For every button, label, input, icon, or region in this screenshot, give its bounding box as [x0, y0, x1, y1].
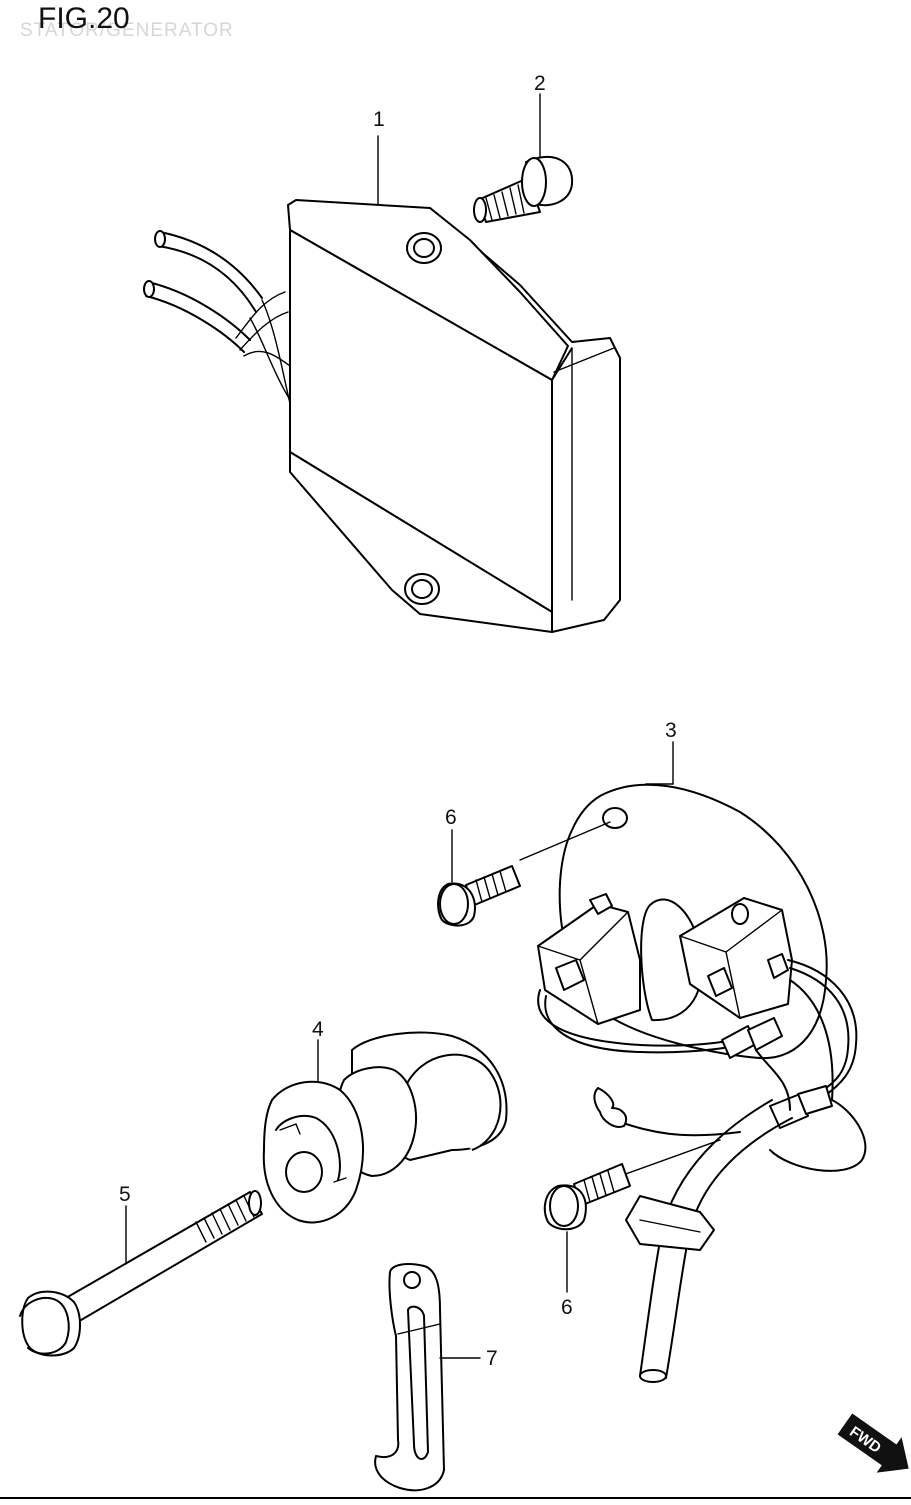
part-6-screw-lower[interactable] [543, 1139, 721, 1293]
callout-2: 2 [534, 72, 546, 95]
callout-4: 4 [312, 1018, 324, 1041]
part-4-grommet[interactable] [262, 1031, 508, 1224]
figure-title: FIG.20 [38, 2, 130, 35]
part-2-screw[interactable] [473, 93, 574, 223]
callout-labels: 1 2 3 4 5 6 6 7 [119, 72, 677, 1370]
callout-3: 3 [665, 719, 677, 742]
callout-6-upper: 6 [445, 806, 457, 829]
fwd-direction-badge: FWD [837, 1413, 909, 1473]
part-7-clamp[interactable] [374, 1263, 481, 1492]
callout-6-lower: 6 [561, 1296, 573, 1319]
callout-1: 1 [373, 108, 385, 131]
part-1-regulator[interactable] [143, 199, 621, 633]
fwd-arrow-icon [837, 1413, 909, 1473]
figure-subtitle: STATOR/GENERATOR [20, 20, 234, 41]
part-5-bolt[interactable] [19, 1190, 263, 1357]
callout-7: 7 [486, 1347, 498, 1370]
part-6-screw-upper[interactable] [437, 821, 611, 927]
part-3-stator-plate[interactable] [537, 741, 867, 1383]
callout-5: 5 [119, 1183, 131, 1206]
